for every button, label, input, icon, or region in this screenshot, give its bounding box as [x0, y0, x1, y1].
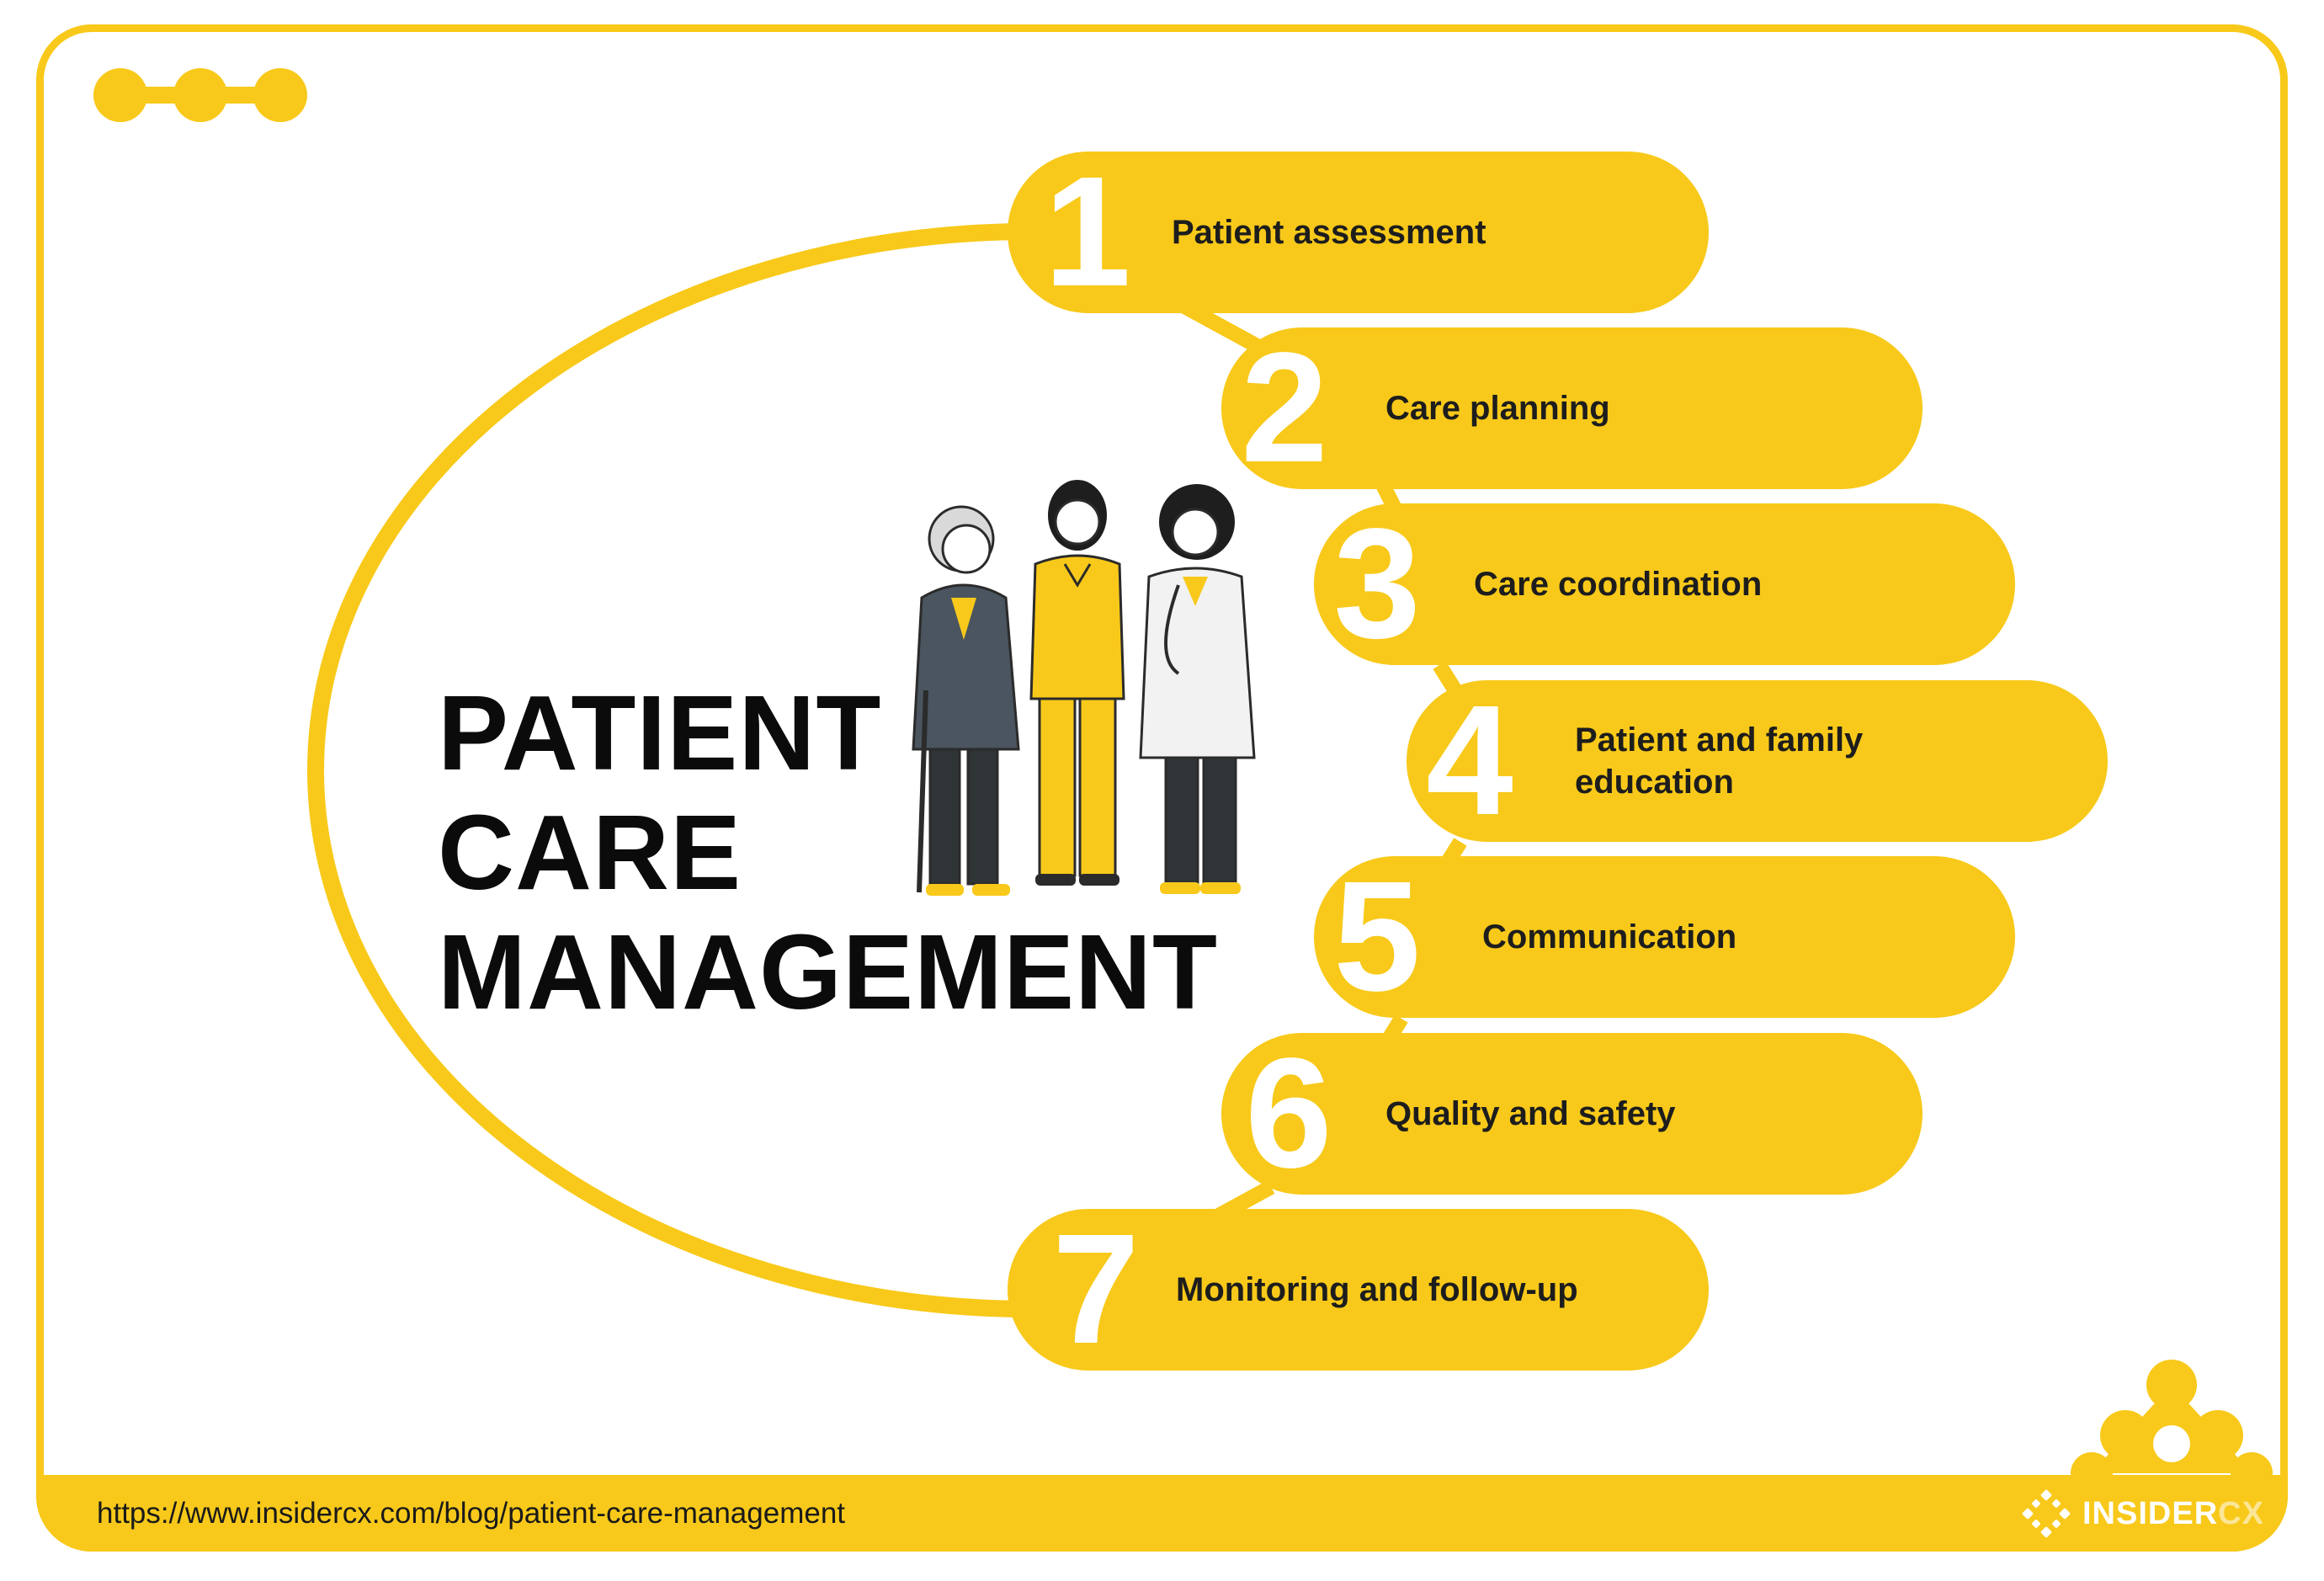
- brand-name-accent: CX: [2218, 1495, 2264, 1531]
- footer-url-link[interactable]: https://www.insidercx.com/blog/patient-c…: [97, 1497, 846, 1530]
- step-pill-5: 5 Communication: [1314, 856, 2015, 1018]
- step-number-6: 6: [1245, 1026, 1332, 1200]
- brand-logo-group[interactable]: INSIDERCX: [2020, 1488, 2264, 1539]
- step-pill-3: 3 Care coordination: [1314, 503, 2015, 665]
- step-pill-4: 4 Patient and family education: [1407, 680, 2108, 842]
- brand-name-main: INSIDER: [2082, 1495, 2219, 1531]
- step-label-2: Care planning: [1385, 390, 1610, 427]
- step-label-1: Patient assessment: [1172, 214, 1486, 251]
- triangle-dots-icon: [2071, 1360, 2273, 1482]
- elderly-patient-figure: [912, 505, 1020, 896]
- people-illustration: [912, 480, 1256, 896]
- title-line-2: CARE: [438, 793, 742, 912]
- step-number-5: 5: [1333, 849, 1421, 1024]
- title-line-1: PATIENT: [438, 673, 882, 792]
- step-pill-1: 1 Patient assessment: [1008, 152, 1709, 313]
- footer-bar: [36, 1475, 2288, 1552]
- step-number-1: 1: [1044, 145, 1131, 319]
- page-title: PATIENT CARE MANAGEMENT: [438, 673, 1246, 1032]
- step-number-3: 3: [1333, 497, 1421, 671]
- step-number-4: 4: [1426, 673, 1513, 848]
- title-line-3: MANAGEMENT: [438, 913, 1218, 1031]
- step-pill-6: 6 Quality and safety: [1221, 1033, 1922, 1195]
- step-label-6: Quality and safety: [1385, 1095, 1676, 1132]
- step-number-2: 2: [1241, 321, 1328, 495]
- step-pill-2: 2 Care planning: [1221, 327, 1922, 489]
- step-label-5: Communication: [1482, 918, 1737, 956]
- step-label-3: Care coordination: [1474, 566, 1763, 603]
- step-pill-7: 7 Monitoring and follow-up: [1008, 1209, 1709, 1371]
- step-number-7: 7: [1052, 1202, 1140, 1376]
- nurse-figure: [1029, 480, 1125, 886]
- insidercx-logo-icon: [2022, 1489, 2071, 1538]
- doctor-figure: [1139, 484, 1256, 894]
- step-label-7: Monitoring and follow-up: [1176, 1271, 1578, 1308]
- step-label-4: Patient and family education: [1575, 721, 1864, 801]
- brand-name: INSIDERCX: [2082, 1496, 2264, 1532]
- three-dots-icon: [93, 68, 307, 122]
